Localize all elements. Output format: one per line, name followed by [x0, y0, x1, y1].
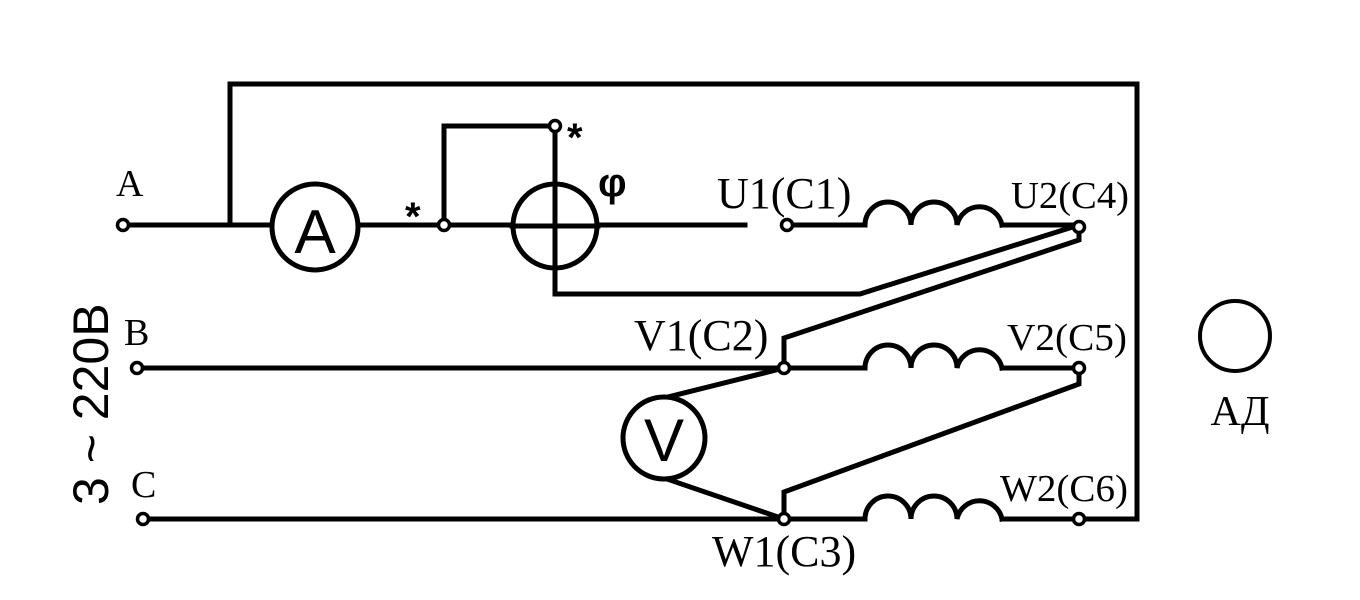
ammeter-symbol: A — [294, 198, 336, 267]
voltmeter-symbol: V — [644, 407, 684, 474]
motor: АД — [1198, 299, 1272, 435]
terminal-label-u2: U2(C4) — [1011, 175, 1129, 217]
terminal-w1 — [776, 511, 792, 527]
wire-voltmeter-top — [660, 364, 788, 402]
terminal-u1 — [779, 217, 795, 233]
wire-v2-to-w1 — [781, 365, 1082, 522]
terminals — [115, 118, 1087, 527]
star-mark-voltage: * — [567, 116, 583, 160]
terminal-c — [135, 511, 151, 527]
terminal-label-v1: V1(C2) — [634, 311, 768, 360]
phase-label-a: A — [116, 163, 144, 205]
winding-w — [862, 493, 1005, 522]
phase-meter: φ — [509, 161, 627, 271]
motor-label: АД — [1211, 389, 1270, 435]
terminal-w2 — [1071, 511, 1087, 527]
terminal-label-v2: V2(C5) — [1007, 317, 1127, 359]
terminal-b — [129, 360, 145, 376]
voltmeter: V — [620, 394, 708, 482]
winding-v — [862, 342, 1005, 371]
wire-meter-voltage-loop — [441, 123, 558, 228]
node-meter-current — [436, 217, 452, 233]
terminal-u2 — [1071, 219, 1087, 235]
terminal-a — [115, 217, 131, 233]
supply-label: 3 ~ 220В — [63, 303, 119, 505]
terminal-v1 — [776, 360, 792, 376]
terminal-label-w1: W1(C3) — [712, 527, 856, 576]
phase-label-b: B — [124, 312, 149, 354]
wire-top-frame — [227, 81, 1140, 522]
wiring — [120, 81, 1140, 523]
terminal-label-w2: W2(C6) — [1000, 468, 1128, 510]
phase-meter-symbol: φ — [598, 161, 627, 205]
winding-u — [862, 199, 1005, 228]
terminal-v2 — [1071, 360, 1087, 376]
node-meter-voltage — [547, 118, 563, 134]
phase-label-c: C — [131, 464, 156, 506]
terminal-label-u1: U1(C1) — [717, 169, 851, 218]
star-mark-current: * — [405, 195, 421, 239]
motor-circle — [1198, 299, 1272, 373]
wire-voltmeter-bottom — [660, 474, 788, 523]
ammeter: A — [269, 181, 361, 273]
